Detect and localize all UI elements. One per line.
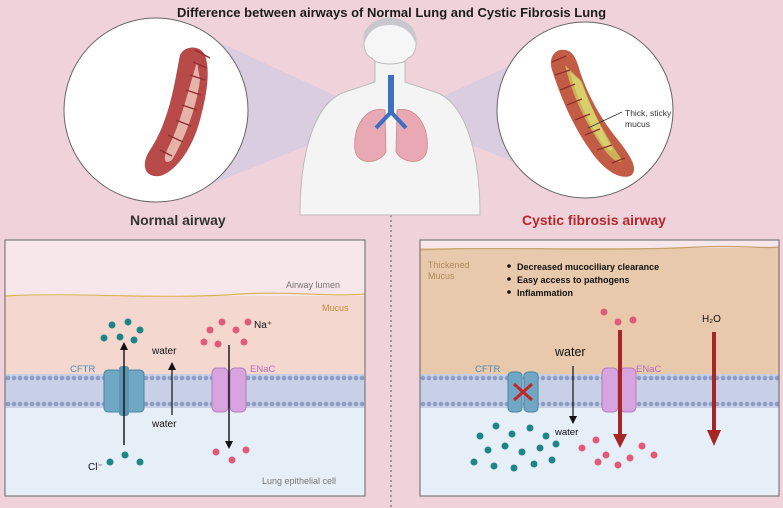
human-figure (299, 17, 481, 216)
normal-cell-layer (5, 408, 365, 496)
left-projection-cone (210, 38, 345, 185)
airway-lumen-label: Airway lumen (286, 280, 340, 290)
right-lung (395, 108, 428, 162)
normal-airway-tube (144, 47, 211, 177)
normal-panel-border (4, 239, 366, 497)
callout-line (587, 111, 623, 129)
chloride-ions-bottom (106, 451, 144, 466)
normal-airway-panel: Airway lumen Mucus CFTR ENaC water water… (5, 240, 365, 496)
cf-membrane (420, 374, 779, 408)
cf-sodium-ions-bottom (578, 436, 658, 469)
cf-cftr-channel-blocked (507, 371, 539, 413)
epithelial-cell-label: Lung epithelial cell (262, 476, 336, 486)
normal-airway-heading: Normal airway (130, 212, 226, 228)
cf-water-small-label: water (554, 427, 578, 438)
callout-text-line1: Thick, sticky (625, 108, 672, 118)
bullet-2: Easy access to pathogens (517, 275, 630, 285)
normal-membrane-lipids (5, 375, 365, 407)
chloride-ions-top (100, 318, 144, 344)
cf-airway-heading: Cystic fibrosis airway (522, 212, 666, 228)
cf-enac-label: ENaC (636, 364, 661, 375)
thickened-mucus-label-2: Mucus (428, 271, 455, 281)
trachea (388, 75, 394, 115)
cf-cftr-label: CFTR (475, 364, 500, 375)
sodium-ions-top (200, 318, 252, 348)
thickened-mucus-label-1: Thickened (428, 260, 470, 270)
normal-membrane (5, 374, 365, 408)
cf-bullet-list: Decreased mucociliary clearance Easy acc… (507, 262, 659, 298)
normal-cftr-label: CFTR (70, 364, 95, 375)
cf-sodium-ions-top (600, 308, 637, 326)
left-lung (354, 108, 387, 162)
cf-cell-layer (420, 408, 779, 496)
chloride-label: Cl⁻ (88, 462, 103, 473)
normal-enac-label: ENaC (250, 364, 275, 375)
mucus-label: Mucus (322, 303, 349, 313)
cf-airway-tube (550, 49, 635, 177)
thickened-mucus-layer (420, 248, 779, 374)
cf-enac-channel (601, 367, 637, 413)
bullet-1: Decreased mucociliary clearance (517, 262, 659, 272)
callout-text-line2: mucus (625, 119, 650, 129)
water-up-label: water (151, 346, 177, 357)
cf-airway-panel: Thickened Mucus Decreased mucociliary cl… (420, 240, 779, 496)
cf-panel-border (419, 239, 780, 497)
normal-enac-channel (211, 367, 247, 413)
sodium-label: Na⁺ (254, 320, 272, 331)
sodium-ions-bottom (212, 446, 250, 464)
normal-mucus-layer (5, 296, 365, 374)
cf-chloride-ions-trapped (470, 422, 560, 472)
cf-water-big-label: water (554, 345, 586, 359)
water-down-label: water (151, 419, 177, 430)
figure-title: Difference between airways of Normal Lun… (176, 5, 607, 20)
h2o-label: H₂O (702, 314, 721, 325)
bullet-3: Inflammation (517, 288, 573, 298)
